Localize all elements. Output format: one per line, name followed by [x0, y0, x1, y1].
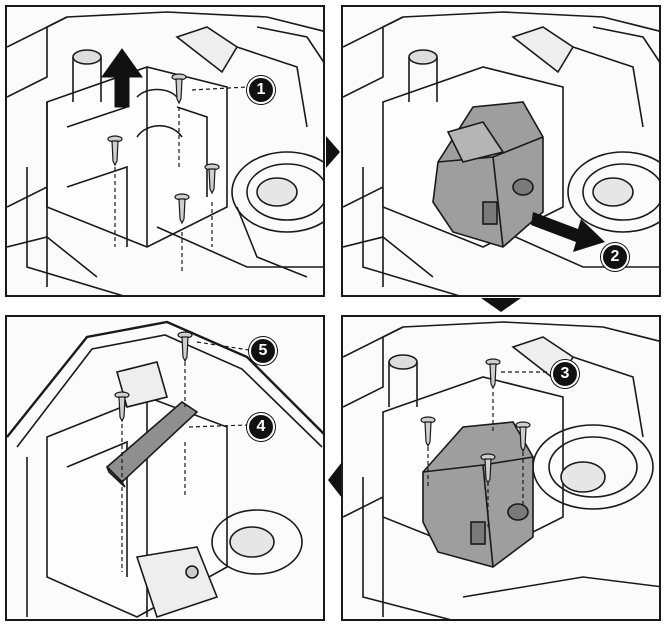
- step-badge-4: 4: [247, 413, 275, 441]
- panel-3-drawing: [343, 321, 659, 619]
- panel-step-2: 2: [341, 5, 661, 297]
- panel-1-drawing: [7, 11, 323, 295]
- step-badge-2: 2: [601, 243, 629, 271]
- triangle-right-icon: [326, 136, 340, 168]
- triangle-left-icon: [328, 462, 342, 498]
- panel-step-5: 5 4: [5, 315, 325, 621]
- panel-5-drawing: [7, 320, 323, 619]
- arrow-right-icon: [531, 212, 605, 252]
- panel-2-drawing: [343, 11, 659, 295]
- step-badge-5: 5: [249, 337, 277, 365]
- arrow-up-icon: [101, 48, 143, 108]
- panel-step-3: 3: [341, 315, 661, 621]
- triangle-down-icon: [481, 298, 521, 312]
- panel-step-1: 1: [5, 5, 325, 297]
- step-badge-1: 1: [247, 76, 275, 104]
- step-badge-3: 3: [551, 360, 579, 388]
